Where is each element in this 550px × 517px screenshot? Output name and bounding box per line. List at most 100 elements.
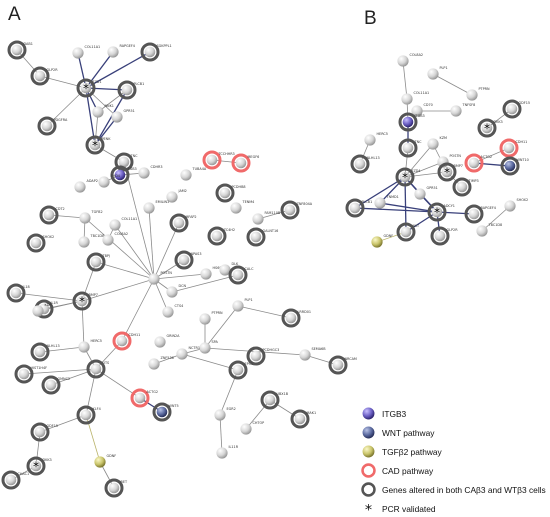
gene-node-spa: SPA — [199, 340, 218, 354]
node-sphere — [79, 212, 91, 224]
network-edge — [23, 368, 97, 375]
altered-gene-ring — [345, 198, 365, 218]
altered-gene-ring — [41, 375, 61, 395]
gene-node-pcdhgc3: PCDHGC3 — [246, 346, 280, 366]
gene-label: TBPJ — [102, 254, 110, 258]
gene-label: PCDHB8 — [232, 185, 246, 189]
gene-label: ITGB3 — [126, 167, 136, 171]
altered-gene-ring — [117, 80, 137, 100]
gene-label: BMP7 — [89, 293, 98, 297]
legend-label: Genes altered in both CAβ3 and WTβ3 cell… — [382, 485, 546, 495]
gene-label: EPS1 — [245, 362, 254, 366]
node-sphere — [90, 256, 102, 268]
gene-label: HS6ST2 — [213, 266, 226, 270]
gene-label: KZM — [440, 136, 448, 140]
gene-label: SHOX2 — [43, 235, 55, 239]
gene-label: CDHR3 — [151, 165, 163, 169]
node-sphere — [116, 335, 128, 347]
altered-gene-ring — [169, 213, 189, 233]
node-sphere — [411, 105, 423, 117]
altered-gene-ring — [26, 456, 46, 476]
gene-label: HERC5 — [91, 339, 102, 343]
gene-node-adcy1: *ADCY1 — [427, 202, 455, 222]
network-edge — [94, 89, 128, 146]
network-edge — [171, 274, 239, 293]
gene-label: PLP1 — [440, 66, 448, 70]
altered-gene-ring — [290, 409, 310, 429]
node-sphere — [250, 231, 262, 243]
gene-node-herc5_a: HERC5 — [78, 339, 102, 353]
gene-node-lrrd01: LRRD01 — [281, 308, 312, 328]
gene-node-galnt16: GALNT16 — [246, 227, 278, 247]
gene-node-gdf15_a: GDF15 — [30, 422, 58, 442]
gene-node-penk: *PENK — [85, 135, 111, 155]
node-sphere — [219, 264, 231, 276]
node-sphere — [264, 394, 276, 406]
gene-label: POSTN — [161, 271, 173, 275]
altered-gene-ring — [228, 265, 248, 285]
network-edge — [97, 89, 128, 113]
node-sphere — [397, 55, 409, 67]
node-sphere — [178, 254, 190, 266]
legend-label: TGFβ2 pathway — [382, 447, 442, 457]
gene-label: COL11A1 — [85, 45, 101, 49]
altered-gene-ring — [37, 116, 57, 136]
altered-gene-ring — [260, 390, 280, 410]
node-sphere — [434, 230, 446, 242]
legend-item-wnt: WNT pathway — [360, 422, 548, 441]
gene-label: LRRD01 — [298, 310, 312, 314]
altered-gene-ring — [280, 200, 300, 220]
gene-node-timp3: TIMP3 — [452, 177, 479, 197]
gene-node-gpr51_b: GPR51 — [414, 186, 438, 200]
gene-label: MFAP2 — [186, 215, 197, 219]
gene-node-shox2_a: SHOX2 — [26, 233, 55, 253]
altered-gene-ring — [350, 154, 370, 174]
gene-label: EGR2 — [227, 407, 236, 411]
gene-label: NLHL13 — [367, 156, 380, 160]
panel-label-b: B — [364, 8, 377, 29]
node-sphere — [166, 191, 178, 203]
altered-gene-ring — [86, 252, 106, 272]
node-sphere — [456, 181, 468, 193]
gene-label: PLCB1 — [134, 82, 145, 86]
node-sphere — [402, 116, 414, 128]
gene-label: CDH11 — [129, 333, 141, 337]
node-sphere — [108, 482, 120, 494]
node-sphere — [294, 413, 306, 425]
gene-node-hs6st2: HS6ST2 — [200, 266, 226, 280]
node-sphere — [78, 236, 90, 248]
pcr-asterisk-icon: * — [92, 139, 98, 153]
network-edge — [84, 217, 155, 280]
pcr-asterisk-icon: * — [33, 460, 39, 474]
gene-label: COL11A1 — [414, 91, 430, 95]
gene-label: GLP2R — [47, 68, 59, 72]
gene-node-glp2r_b: GLP2R — [430, 226, 458, 246]
gene-label: COL8A2 — [115, 232, 129, 236]
cad-ring — [202, 150, 222, 170]
gene-node-plp1_b: PLP1 — [427, 66, 448, 80]
node-sphere — [214, 409, 226, 421]
node-sphere — [80, 409, 92, 421]
gene-label: MEGF6 — [248, 155, 260, 159]
altered-gene-ring — [174, 250, 194, 270]
gene-node-dkk3: *DKK3 — [26, 456, 52, 476]
gene-node-tuba4a: TUBA4A — [180, 167, 207, 181]
network-edge — [15, 292, 83, 302]
network-edge — [16, 49, 41, 77]
gene-node-nlhl13_a: NLHL13 — [30, 342, 60, 362]
gene-label: DLK — [232, 262, 239, 266]
cad-ring — [231, 153, 251, 173]
gene-node-nnk1: NNK1 — [92, 104, 114, 118]
gene-node-plp1_a: PLP1 — [232, 298, 253, 312]
gene-node-hist1h4f: HIST1H4F — [14, 364, 47, 384]
network-edge — [121, 278, 155, 342]
gene-label: TGFB2 — [91, 210, 103, 214]
gene-label: COL8A2 — [410, 53, 424, 57]
gene-label: PCDHGC3 — [263, 348, 280, 352]
gene-label: TNMD1 — [386, 195, 399, 199]
gene-label: PTPRN — [479, 87, 491, 91]
network-edge — [219, 414, 223, 454]
gene-node-fam110b: FAM110B — [252, 211, 281, 225]
pcr-asterisk-icon: * — [484, 122, 490, 136]
node-sphere — [349, 202, 361, 214]
